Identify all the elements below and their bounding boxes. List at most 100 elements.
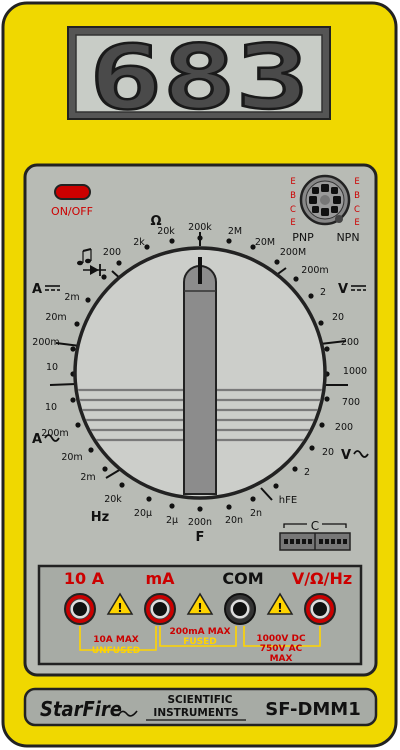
capacitor-bracket [283,523,347,528]
rotary-selector-dial[interactable] [70,246,330,500]
pin-left-2: B [290,191,296,201]
range-label-frequency-0: 20k [104,494,122,505]
jack-label-v-ohm-hz: V/Ω/Hz [292,569,352,588]
range-label-capacitance-0: 20µ [134,508,152,519]
ac-volts-symbol-icon [353,450,369,458]
brand-swoosh-icon [117,710,138,717]
jack-10a[interactable] [64,593,96,625]
brand-tagline-1: SCIENTIFIC [168,694,233,706]
model-number: SF-DMM1 [265,699,360,720]
farad-scale-label: F [196,530,205,545]
range-label-ohm-4: 2M [228,226,242,237]
brand-logo: StarFire [40,697,122,721]
range-label-ohm-5: 20M [255,237,275,248]
pnp-label: PNP [292,231,314,244]
svg-text:!: ! [117,601,122,615]
power-label: ON/OFF [51,205,93,218]
jack-ma[interactable] [144,593,176,625]
jack-label-com: COM [222,569,263,588]
brand-plate: StarFire SCIENTIFIC INSTRUMENTS SF-DMM1 [23,687,378,727]
range-label-dc-amps-0: 2m [64,292,79,303]
range-label-ohm-0: 200 [103,247,121,258]
hz-scale-label: Hz [91,510,109,525]
dial-dots [70,235,330,512]
transistor-pins: E B C E E B C E [290,177,360,228]
warning-icon: ! [266,592,294,615]
power-button[interactable] [54,184,91,200]
diode-icon [83,264,106,276]
range-label-ac-volts-1: 200 [335,422,353,433]
ac-amps-scale-label: A [32,432,42,447]
range-label-dc-amps-1: 20m [45,312,66,323]
brand-tagline-2: INSTRUMENTS [153,707,238,719]
dc-amps-scale-label: A [32,282,42,297]
hfe-label: hFE [279,495,297,506]
pin-left-1: E [290,177,295,187]
warn-10a-line1: 10A MAX [93,635,139,645]
lcd-reading: 683 [89,26,309,129]
range-label-dc-volts-0: 200m [301,265,328,276]
dc-volts-symbol-icon [351,285,366,291]
range-label-dc-amps-3: 10 [46,362,58,373]
ohm-scale-label: Ω [150,214,161,229]
ac-volts-scale-label: V [341,448,351,463]
warn-volt-line3: MAX [270,654,293,664]
range-label-capacitance-4: 2n [250,508,262,519]
ac-symbol-icons [44,434,369,458]
warn-volt-line2: 750V AC [260,644,303,654]
range-label-dc-volts-3: 200 [341,337,359,348]
capacitor-socket[interactable] [279,532,351,551]
warn-volt-line1: 1000V DC [256,634,306,644]
range-label-ac-volts-3: 2 [304,467,310,478]
pin-left-4: E [290,218,295,228]
jack-com[interactable] [224,593,256,625]
range-label-dc-volts-1: 2 [320,287,326,298]
range-label-ac-volts-0: 700 [342,397,360,408]
range-label-ohm-3: 200k [188,222,212,233]
warning-icon: ! [106,592,134,615]
svg-text:!: ! [277,601,282,615]
warning-texts: 10A MAX UNFUSED 200mA MAX FUSED 1000V DC… [92,627,306,664]
range-label-ohm-2: 20k [157,226,175,237]
dc-symbol-icons [45,285,366,291]
range-label-ac-amps-2: 20m [61,452,82,463]
continuity-beep-icon [77,248,92,266]
warning-icon: ! [186,592,214,615]
pin-right-2: B [354,191,360,201]
lcd-display: 683 [67,25,331,130]
transistor-socket[interactable] [299,174,351,226]
range-label-capacitance-2: 200n [188,517,212,528]
range-label-dc-volts-2: 20 [332,312,344,323]
jack-label-10a: 10 A [64,569,105,588]
range-label-ohm-6: 200M [280,247,306,258]
pin-left-3: C [290,205,296,215]
capacitor-label: C [311,519,319,533]
dc-amps-symbol-icon [45,285,60,291]
ac-amps-symbol-icon [44,434,60,442]
dial-scale-labels: Ω A A V V Hz F hFE [32,214,351,545]
range-label-ac-amps-0: 10 [45,402,57,413]
range-label-dc-amps-2: 200m [32,337,59,348]
range-label-ac-amps-3: 2m [80,472,95,483]
jack-labels: 10 A mA COM V/Ω/Hz [64,569,352,588]
jack-v-ohm-hz[interactable] [304,593,336,625]
range-label-ac-volts-2: 20 [322,447,334,458]
range-label-capacitance-3: 20n [225,515,243,526]
jack-label-ma: mA [145,569,175,588]
pin-right-3: C [354,205,360,215]
npn-label: NPN [336,231,359,244]
dial-pointer-icon [198,257,202,284]
range-label-dc-volts-4: 1000 [343,366,367,377]
range-label-ac-amps-1: 200m [41,428,68,439]
range-label-ohm-1: 2k [133,237,145,248]
warn-ma-line2: FUSED [183,637,217,647]
warn-ma-line1: 200mA MAX [169,627,230,637]
pin-right-4: E [354,218,359,228]
svg-text:!: ! [197,601,202,615]
dial-range-labels: 200 2k 20k 200k 2M 20M 200M 200m 2 20 200 1000 700 20… [32,222,367,528]
dc-volts-scale-label: V [338,282,348,297]
dial-knob-handle[interactable] [183,257,217,495]
warning-brackets [79,626,321,651]
warn-10a-line2: UNFUSED [92,646,140,656]
